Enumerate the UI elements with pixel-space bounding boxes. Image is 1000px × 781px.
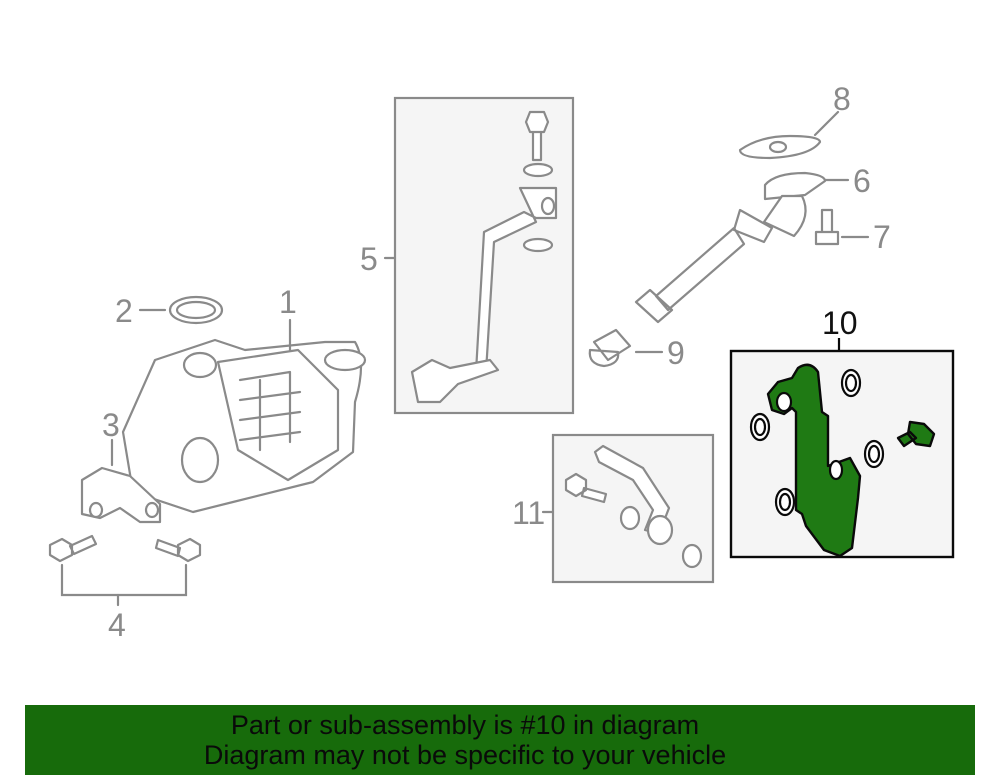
banner-line-2: Diagram may not be specific to your vehi… [203,740,727,770]
banner-line-1: Part or sub-assembly is #10 in diagram [230,710,700,740]
callout-9[interactable]: 9 [667,335,685,371]
callout-1[interactable]: 1 [279,284,297,320]
part-4-group[interactable]: 4 [48,534,202,643]
part-5-group[interactable]: 5 [360,96,575,415]
part-2-group[interactable]: 2 [115,293,224,329]
callout-4[interactable]: 4 [108,607,126,643]
part-3-group[interactable]: 3 [80,407,162,524]
callout-8[interactable]: 8 [833,81,851,117]
callout-2[interactable]: 2 [115,293,133,329]
part-11-group[interactable]: 11 [512,433,715,584]
gaskets [749,368,885,517]
part-1-group[interactable]: 1 [121,284,367,514]
highlighted-pipe [766,363,862,558]
part-9-group[interactable]: 9 [588,328,685,371]
callout-5[interactable]: 5 [360,241,378,277]
callout-10[interactable]: 10 [822,305,858,341]
part-6-group[interactable]: 6 [634,163,871,324]
callout-6[interactable]: 6 [853,163,871,199]
callout-7[interactable]: 7 [873,219,891,255]
part-8-group[interactable]: 8 [738,81,851,160]
callout-11[interactable]: 11 [512,495,545,531]
info-banner: Part or sub-assembly is #10 in diagram D… [25,705,975,775]
callout-3[interactable]: 3 [102,407,120,443]
part-7-group[interactable]: 7 [814,208,891,255]
part-10-group[interactable]: 10 [729,305,955,559]
highlighted-bolt [896,420,936,448]
